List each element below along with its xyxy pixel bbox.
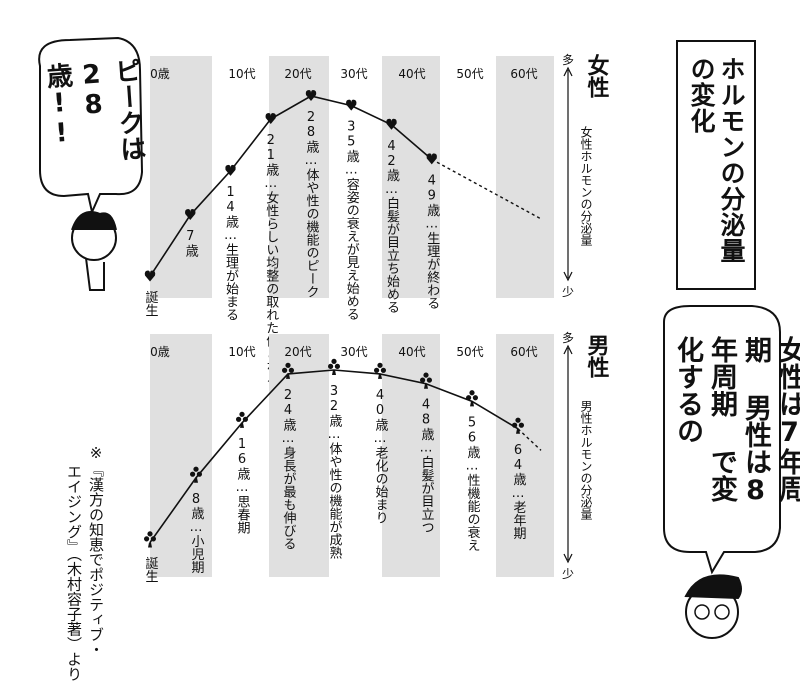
female-axis-label-5: 50代 — [456, 67, 483, 81]
male-marker-7 — [466, 390, 479, 407]
right-character-glasses-left — [694, 604, 710, 620]
male-point-label-5: 40歳…老化の始まり — [373, 388, 389, 524]
female-trend-dashed — [431, 158, 542, 220]
female-axis-label-4: 40代 — [398, 67, 425, 81]
male-point-label-3: 24歳…身長が最も伸びる — [281, 388, 297, 550]
male-point-label-8: 64歳…老年期 — [511, 443, 527, 541]
female-ylabel: 女性ホルモンの分泌量 — [579, 125, 593, 246]
male-title: 男性 — [584, 334, 610, 378]
female-curve — [149, 95, 433, 277]
female-marker-2 — [225, 164, 236, 176]
male-axis-label-0: 0歳 — [150, 345, 170, 359]
source-note-1: ※『漢方の知恵でポジティブ・ — [87, 444, 105, 657]
female-axis-label-2: 20代 — [284, 67, 311, 81]
male-point-label-7: 56歳…性機能の衰え — [465, 415, 481, 551]
female-marker-4 — [305, 90, 317, 101]
left-bubble-text: ピークは28歳!! — [41, 56, 147, 163]
female-point-label-2: 14歳…生理が始まる — [223, 185, 239, 321]
female-band-0 — [150, 56, 212, 298]
female-amount-high: 多 — [562, 53, 574, 67]
male-marker-5 — [374, 362, 387, 379]
left-character-body — [85, 257, 105, 291]
male-amount-high: 多 — [562, 331, 574, 345]
male-band-3 — [496, 334, 554, 577]
male-marker-8 — [512, 417, 525, 434]
male-band-1 — [269, 334, 329, 577]
female-point-label-6: 42歳…白髪が目立ち始める — [384, 139, 400, 314]
male-arrow-head-up — [563, 344, 573, 355]
male-marker-0 — [144, 531, 157, 548]
female-axis-label-3: 30代 — [340, 67, 367, 81]
female-marker-7 — [426, 153, 437, 165]
female-band-2 — [382, 56, 440, 298]
male-axis-label-3: 30代 — [340, 345, 367, 359]
male-marker-2 — [236, 411, 249, 428]
male-point-label-6: 48歳…白髪が目立つ — [419, 398, 435, 534]
male-band-0 — [150, 334, 212, 577]
female-title: 女性 — [584, 53, 610, 98]
female-point-label-5: 35歳…容姿の衰えが見え始める — [344, 120, 360, 321]
title-box: ホルモンの分泌量の変化 — [676, 40, 756, 290]
female-arrow-head-up — [563, 66, 573, 77]
male-axis-label-5: 50代 — [456, 345, 483, 359]
right-bubble-text: 女性は7年周期 男性は8年周期 で変化するの — [672, 336, 800, 506]
male-band-2 — [382, 334, 440, 577]
male-point-label-1: 8歳…小児期 — [189, 492, 205, 575]
male-arrow-head-down — [563, 553, 573, 564]
male-marker-1 — [190, 466, 203, 483]
source-note-2: エイジング』（木村容子著）より — [65, 464, 83, 682]
female-point-label-0: 誕生 — [143, 290, 159, 316]
female-marker-5 — [346, 99, 357, 111]
female-point-label-7: 49歳…生理が終わる — [424, 173, 440, 309]
female-marker-6 — [386, 118, 397, 130]
right-character-glasses-right — [714, 604, 730, 620]
male-axis-label-1: 10代 — [228, 345, 255, 359]
female-marker-3 — [265, 113, 276, 125]
male-axis-label-4: 40代 — [398, 345, 425, 359]
male-amount-low: 少 — [562, 567, 574, 581]
male-point-label-2: 16歳…思春期 — [235, 437, 251, 535]
female-point-label-1: 7歳 — [183, 229, 199, 257]
male-trend-dashed — [517, 428, 542, 451]
female-axis-label-1: 10代 — [228, 67, 255, 81]
male-marker-3 — [282, 362, 295, 379]
left-character-hair — [71, 211, 117, 231]
male-point-label-4: 32歳…体や性の機能が成熟 — [327, 384, 343, 560]
female-point-label-3: 21歳…女性らしい均整の取れた体となる — [263, 133, 279, 386]
right-character-hat — [684, 574, 742, 600]
female-marker-0 — [144, 270, 156, 282]
female-band-3 — [496, 56, 554, 298]
female-axis-label-0: 0歳 — [150, 67, 170, 81]
male-axis-label-2: 20代 — [284, 345, 311, 359]
female-marker-1 — [185, 209, 196, 221]
female-band-1 — [269, 56, 329, 298]
female-arrow-head-down — [563, 271, 573, 282]
male-ylabel: 男性ホルモンの分泌量 — [579, 400, 593, 520]
male-axis-label-6: 60代 — [510, 345, 537, 359]
male-point-label-0: 誕生 — [143, 556, 159, 582]
left-bubble-outline — [38, 36, 144, 216]
page-title: ホルモンの分泌量の変化 — [687, 56, 746, 264]
female-axis-label-6: 60代 — [510, 67, 537, 81]
male-marker-4 — [328, 358, 341, 375]
right-bubble-outline — [663, 305, 781, 575]
female-amount-low: 少 — [562, 285, 574, 299]
female-point-label-4: 28歳…体や性の機能のピーク — [304, 110, 320, 298]
male-marker-6 — [420, 372, 433, 389]
